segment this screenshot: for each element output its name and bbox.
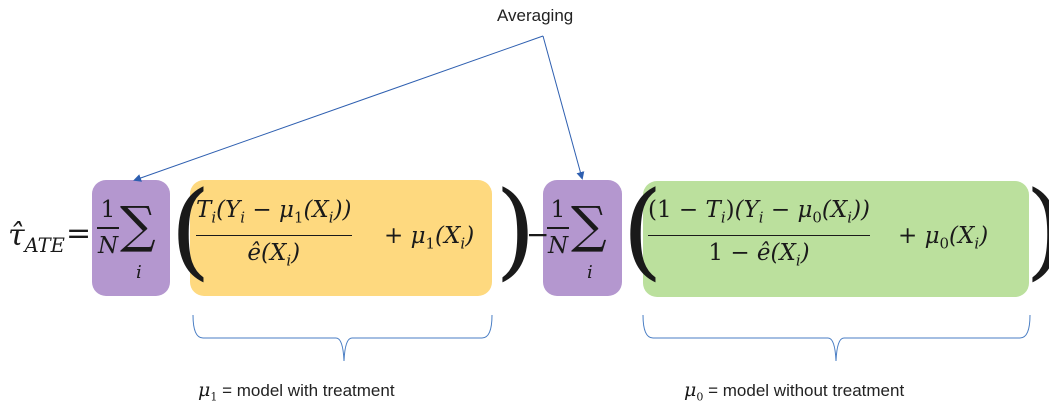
sum-index: i xyxy=(587,262,593,283)
treated-term-box xyxy=(190,180,492,296)
control-label: μ0 = model without treatment xyxy=(684,379,905,404)
treated-label: μ1 = model with treatment xyxy=(198,379,395,404)
averaging-box-control xyxy=(543,180,622,296)
sum-index: i xyxy=(136,262,142,283)
sum-symbol: ∑ xyxy=(120,196,156,254)
second-average-fraction: 1 N xyxy=(547,197,569,259)
arrow-to-second-average xyxy=(542,35,585,180)
treated-fraction: Ti(Yi − μ1(Xi)) ê(Xi) xyxy=(196,197,352,270)
control-bracket xyxy=(642,314,1031,362)
fraction-bar xyxy=(648,234,871,237)
close-paren: ) xyxy=(1025,170,1049,290)
first-average-fraction: 1 N xyxy=(97,197,119,259)
sum-symbol: ∑ xyxy=(571,196,607,254)
equals-sign: = xyxy=(66,216,92,251)
averaging-box-treated xyxy=(92,180,170,296)
treated-bracket xyxy=(192,314,493,362)
treated-plus-term: + μ1(Xi) xyxy=(384,223,475,253)
fraction-bar xyxy=(97,227,119,229)
open-paren: ( xyxy=(622,169,663,291)
control-fraction: (1 − Ti)(Yi − μ0(Xi)) 1 − ê(Xi) xyxy=(648,197,871,270)
averaging-label: Averaging xyxy=(497,6,574,25)
close-paren: ) xyxy=(495,169,536,291)
arrow-to-first-average xyxy=(133,35,544,182)
ate-symbol: τ̂ATE xyxy=(8,218,65,257)
fraction-bar xyxy=(547,227,569,229)
control-term-box xyxy=(643,181,1029,297)
control-plus-term: + μ0(Xi) xyxy=(898,223,989,253)
fraction-bar xyxy=(196,234,352,237)
minus-sign: − xyxy=(526,218,550,251)
open-paren: ( xyxy=(170,169,211,291)
